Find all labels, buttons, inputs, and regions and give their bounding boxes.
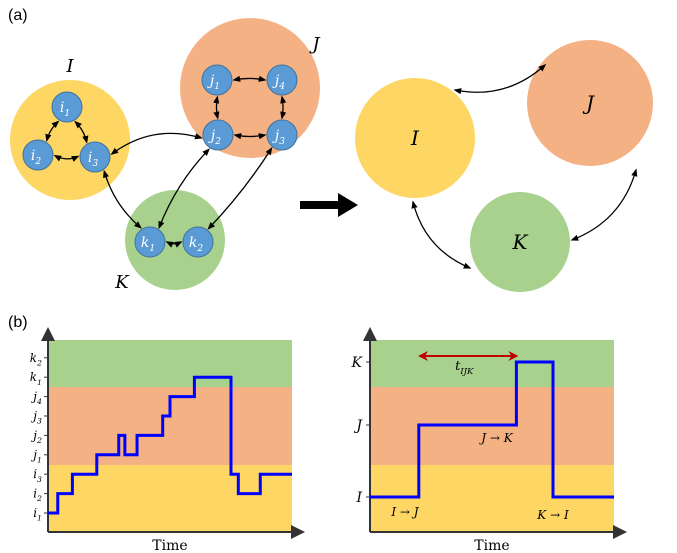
y-tick-label-j2: j2 bbox=[30, 428, 42, 445]
edge-i1-i3 bbox=[74, 120, 89, 144]
y-tick-label-k2: k2 bbox=[30, 351, 42, 368]
time-window-label: tIJK bbox=[455, 359, 474, 376]
node-i2 bbox=[22, 139, 54, 171]
y-tick-label-i2: i2 bbox=[33, 487, 42, 504]
node-j3-label: j3 bbox=[272, 128, 285, 147]
coarse-K-label: K bbox=[512, 230, 529, 254]
node-i1-label: i1 bbox=[60, 100, 70, 119]
node-i1 bbox=[51, 91, 83, 123]
edge-j2-k1 bbox=[158, 148, 210, 230]
node-k1 bbox=[134, 226, 166, 258]
edge-j3-k2 bbox=[207, 147, 273, 230]
y-tick-label-I: I bbox=[355, 490, 362, 506]
transform-arrowhead-icon bbox=[338, 193, 358, 217]
coarse-network: I J K bbox=[355, 40, 653, 292]
edge-j1-j4 bbox=[232, 75, 267, 82]
node-i2-label: i2 bbox=[31, 148, 41, 167]
node-j2 bbox=[202, 119, 234, 151]
y-tick-label-j3: j3 bbox=[30, 409, 42, 426]
node-k2-label: k2 bbox=[189, 235, 203, 254]
y-tick-label-j1: j1 bbox=[30, 448, 42, 465]
node-k1-label: k1 bbox=[141, 235, 155, 254]
y-tick-label-K: K bbox=[351, 355, 364, 371]
coarse-J-label: J bbox=[582, 91, 595, 115]
group-J-label: J bbox=[308, 34, 321, 55]
edge-j2-j3 bbox=[233, 133, 267, 140]
transition-label: I → J bbox=[390, 505, 419, 519]
edge-i3-k1 bbox=[102, 169, 142, 229]
panel-label-b: (b) bbox=[8, 314, 28, 331]
band-K bbox=[48, 340, 292, 387]
y-tick-label-i1: i1 bbox=[33, 506, 42, 523]
transition-label: J → K bbox=[478, 431, 513, 445]
y-tick-label-k1: k1 bbox=[30, 370, 42, 387]
node-j4 bbox=[266, 64, 298, 96]
band-K bbox=[370, 340, 614, 387]
y-tick-label-j4: j4 bbox=[30, 390, 42, 407]
coarse-edge-I-J bbox=[453, 63, 547, 95]
macrostate-trajectory-chart: I J K Time tIJK I → J J → K K → I bbox=[351, 327, 627, 553]
edge-k1-k2 bbox=[165, 241, 183, 248]
coarse-J-circle bbox=[527, 40, 653, 166]
node-j1-label: j1 bbox=[207, 73, 220, 92]
x-axis-label: Time bbox=[474, 538, 509, 553]
edge-i2-i3 bbox=[53, 154, 80, 162]
node-i3 bbox=[79, 141, 111, 173]
coarse-I-label: I bbox=[410, 126, 420, 150]
trajectory-line bbox=[370, 360, 614, 499]
coarse-edge-I-K bbox=[411, 200, 472, 269]
node-k2 bbox=[182, 226, 214, 258]
transition-label: K → I bbox=[536, 508, 569, 522]
node-j3 bbox=[266, 119, 298, 151]
node-j4-label: j4 bbox=[272, 73, 285, 92]
group-I-label: I bbox=[65, 56, 74, 77]
band-I bbox=[48, 465, 292, 532]
edge-j1-j2 bbox=[213, 95, 220, 120]
trajectory-line bbox=[48, 375, 292, 515]
edge-j4-j3 bbox=[280, 95, 287, 120]
edge-i3-j2 bbox=[110, 132, 203, 155]
group-K-label: K bbox=[114, 272, 130, 293]
network-diagram: I J Ki1 i2 i3 j1 j4 j2 j3 k1 k2 bbox=[10, 18, 321, 293]
y-tick-label-J: J bbox=[353, 418, 363, 434]
node-j1 bbox=[201, 64, 233, 96]
node-j2-label: j2 bbox=[208, 128, 221, 147]
y-tick-label-i3: i3 bbox=[33, 467, 42, 484]
coarse-K-circle bbox=[470, 192, 570, 292]
coarse-edge-J-K bbox=[570, 168, 638, 241]
node-i3-label: i3 bbox=[88, 150, 98, 169]
x-axis-label: Time bbox=[152, 538, 187, 553]
coarse-I-circle bbox=[355, 78, 475, 198]
edge-i1-i2 bbox=[45, 120, 60, 142]
panel-label-a: (a) bbox=[8, 7, 28, 24]
